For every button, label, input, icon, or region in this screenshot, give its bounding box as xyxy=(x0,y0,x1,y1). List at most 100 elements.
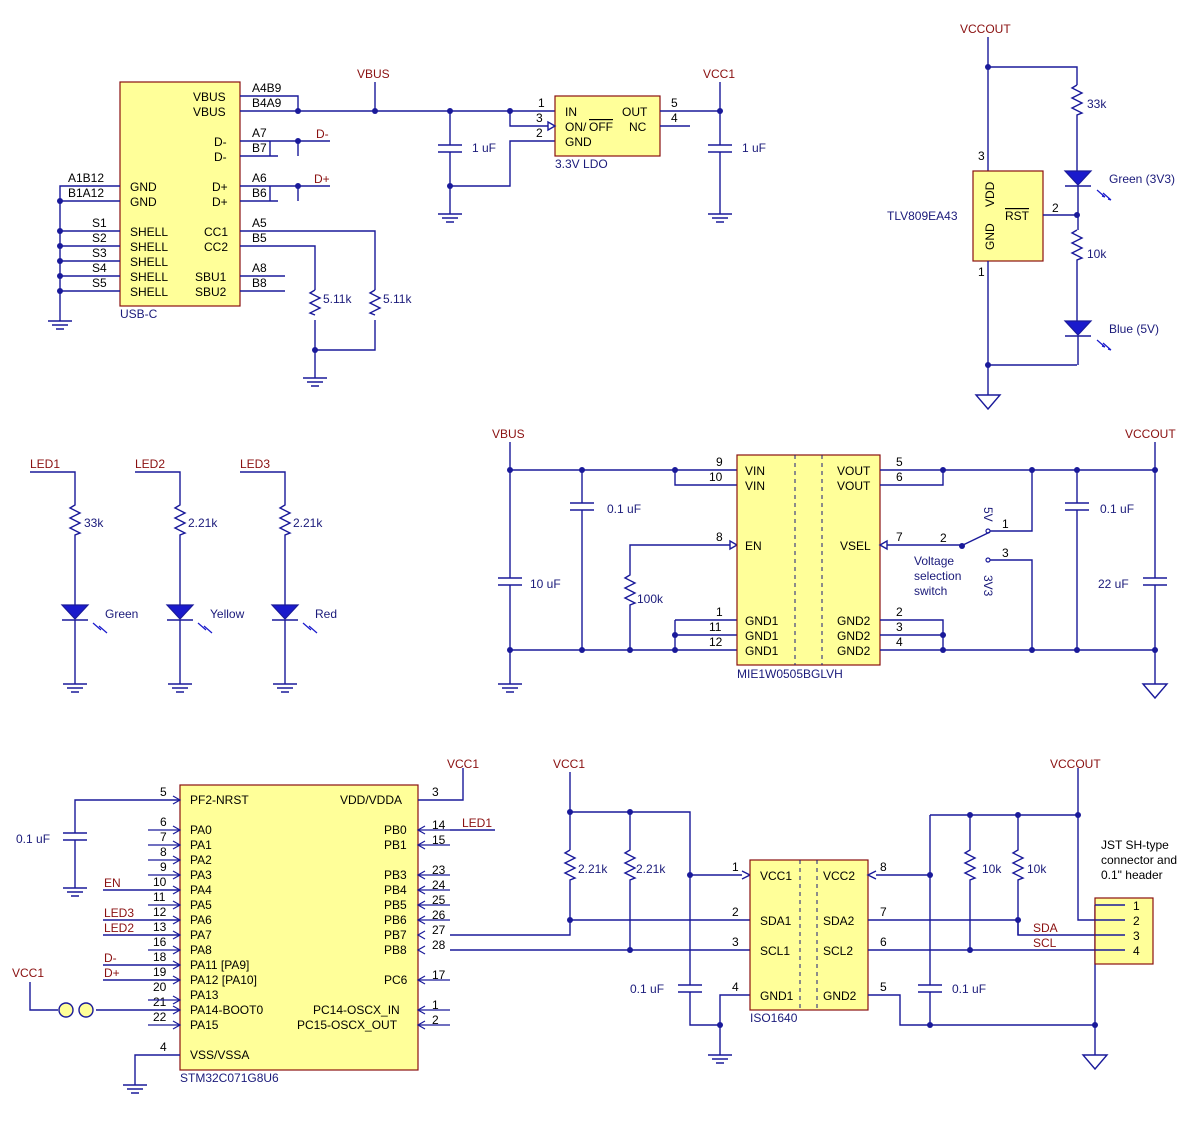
isolator-chip xyxy=(749,859,869,1011)
net-label-vbus-ldo: VBUS xyxy=(357,67,390,81)
mcu-pin-pa8: PA8 xyxy=(190,943,212,957)
led1-net-label: LED1 xyxy=(30,457,60,471)
mcu-num-24: 24 xyxy=(432,878,446,892)
conv-r-en-value: 100k xyxy=(637,592,664,606)
header-pin-3: 3 xyxy=(1133,929,1140,943)
usb-num-a1b12: A1B12 xyxy=(68,171,104,185)
mcu-num-15: 15 xyxy=(432,833,446,847)
ground-icon xyxy=(63,683,87,693)
mcu-cap-value: 0.1 uF xyxy=(16,832,50,846)
mcu-num-27: 27 xyxy=(432,923,446,937)
mcu-pin-pa11: PA11 [PA9] xyxy=(190,958,249,972)
switch-pin-1: 1 xyxy=(1002,517,1009,531)
mcu-pin-pb6: PB6 xyxy=(384,913,407,927)
iso-r4-value: 10k xyxy=(1027,862,1047,876)
usb-pin-cc1: CC1 xyxy=(204,225,228,239)
yellow-led-icon xyxy=(165,604,195,620)
mcu-num-10: 10 xyxy=(153,875,167,889)
sup-led-top-label: Green (3V3) xyxy=(1109,172,1175,186)
net-label-en: EN xyxy=(104,876,121,890)
ldo-num-2: 2 xyxy=(536,126,543,140)
ldo-pin-in: IN xyxy=(565,105,577,119)
ldo-num-5: 5 xyxy=(671,96,678,110)
ldo-pin-off: OFF xyxy=(589,120,613,134)
conv-pin-vout1: VOUT xyxy=(837,464,871,478)
sup-num-3: 3 xyxy=(978,149,985,163)
switch-5v-label: 5V xyxy=(981,507,995,522)
ground-icon xyxy=(974,394,1002,411)
led1-resistor-value: 33k xyxy=(84,516,104,530)
boot-jumper-pad-2[interactable] xyxy=(78,1002,94,1018)
mcu-num-2: 2 xyxy=(432,1013,439,1027)
usb-right-numbers: A4B9 B4A9 A7 B7 A6 B6 A5 B5 A8 B8 xyxy=(252,81,282,290)
led3-branch: LED3 2.21k Red xyxy=(240,457,337,693)
conv-pin-gnd1b: GND1 xyxy=(745,629,779,643)
sup-r-top xyxy=(1070,84,1084,171)
led2-resistor-value: 2.21k xyxy=(188,516,218,530)
net-label-dplus-usb: D+ xyxy=(314,172,330,186)
ground-icon xyxy=(63,887,87,897)
mcu-pin-vss: VSS/VSSA xyxy=(190,1048,249,1062)
led3-resistor-value: 2.21k xyxy=(293,516,323,530)
led3-color: Red xyxy=(315,607,337,621)
mcu-pin-pa6: PA6 xyxy=(190,913,212,927)
conv-num-11: 11 xyxy=(709,620,722,634)
usb-pin-dm1: D- xyxy=(214,135,227,149)
usb-pin-gnd2: GND xyxy=(130,195,157,209)
iso-num-3: 3 xyxy=(732,935,739,949)
ground-icon xyxy=(708,213,732,223)
blue-led-icon xyxy=(1063,320,1093,336)
iso-num-4: 4 xyxy=(732,980,739,994)
mcu-num-3: 3 xyxy=(432,785,439,799)
header-pin-1: 1 xyxy=(1133,899,1140,913)
mcu-num-12: 12 xyxy=(153,905,167,919)
header-pin-2: 2 xyxy=(1133,914,1140,928)
usb-num-b8: B8 xyxy=(252,276,267,290)
mcu-pin-nrst: PF2-NRST xyxy=(190,793,249,807)
sup-pin-rst: RST xyxy=(1005,209,1030,223)
boot-jumper-pad-1[interactable] xyxy=(58,1002,74,1018)
conv-pin-vin1: VIN xyxy=(745,464,765,478)
led3-net-label: LED3 xyxy=(240,457,270,471)
iso-pin-sda1: SDA1 xyxy=(760,914,792,928)
ground-icon xyxy=(1141,683,1169,700)
conv-pin-vin2: VIN xyxy=(745,479,765,493)
conv-pin-en: EN xyxy=(745,539,762,553)
converter-right-numbers: 5 6 7 2 3 4 xyxy=(896,455,903,649)
iso-r1 xyxy=(563,849,577,920)
iso-cap2-value: 0.1 uF xyxy=(952,982,986,996)
conv-num-8: 8 xyxy=(716,530,723,544)
mcu-num-18: 18 xyxy=(153,950,167,964)
usb-cc2-resistor-value: 5.11k xyxy=(323,292,352,306)
usb-cc2-resistor xyxy=(308,289,322,316)
conv-num-3: 3 xyxy=(896,620,903,634)
usb-left-numbers: A1B12 B1A12 S1 S2 S3 S4 S5 xyxy=(68,171,107,290)
mcu-num-28: 28 xyxy=(432,938,446,952)
ldo-chip xyxy=(554,95,661,157)
conv-pin-gnd2a: GND2 xyxy=(837,614,871,628)
iso-num-1: 1 xyxy=(732,860,739,874)
led2-color: Yellow xyxy=(210,607,245,621)
ground-icon xyxy=(708,1054,732,1064)
switch-label-line3: switch xyxy=(914,584,947,598)
net-label-vcc1-boot: VCC1 xyxy=(12,966,44,980)
mcu-num-5: 5 xyxy=(160,785,167,799)
ground-icon xyxy=(273,683,297,693)
conv-pin-gnd2b: GND2 xyxy=(837,629,871,643)
ground-icon xyxy=(168,683,192,693)
usb-num-a6: A6 xyxy=(252,171,267,185)
status-leds-section: LED1 33k Green LED2 2.21k Yellow LED3 2.… xyxy=(30,457,337,693)
iso-num-8: 8 xyxy=(880,860,887,874)
mcu-pin-pa14: PA14-BOOT0 xyxy=(190,1003,263,1017)
usb-pin-vbus2: VBUS xyxy=(193,105,226,119)
mcu-section: STM32C071G8U6 PF2-NRST PA0 PA1 PA2 PA3 P… xyxy=(12,757,495,1094)
usb-pin-shell3: SHELL xyxy=(130,255,168,269)
usb-num-b7: B7 xyxy=(252,141,267,155)
green-led-icon xyxy=(1063,170,1093,186)
switch-pin-2: 2 xyxy=(940,531,947,545)
iso-r3-value: 10k xyxy=(982,862,1002,876)
mcu-right-pins: VDD/VDDA PB0 PB1 PB3 PB4 PB5 PB6 PB7 PB8… xyxy=(297,793,408,1032)
iso-r4 xyxy=(1011,815,1025,935)
supervisor-chip xyxy=(972,170,1044,262)
ground-icon xyxy=(498,683,522,693)
